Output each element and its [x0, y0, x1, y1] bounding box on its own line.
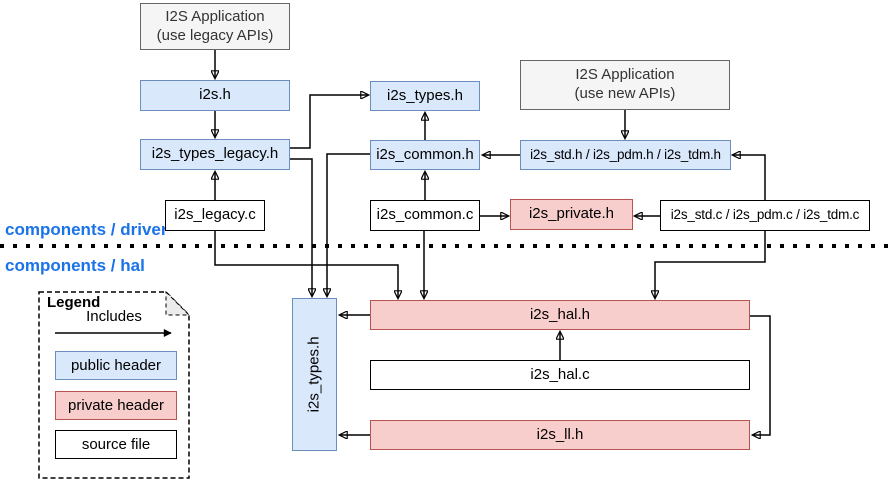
- node-i2s-common-c: i2s_common.c: [370, 200, 480, 231]
- node-label: i2s_types_legacy.h: [151, 145, 279, 163]
- node-i2s-types-h-driver: i2s_types.h: [370, 81, 480, 111]
- node-i2s-application-legacy: I2S Application (use legacy APIs): [140, 3, 290, 50]
- edge-i2s-legacy-c-to-i2s-hal-h: [214, 231, 398, 298]
- legend-fold-corner: [165, 291, 190, 316]
- node-i2s-std-pdm-tdm-c: i2s_std.c / i2s_pdm.c / i2s_tdm.c: [660, 200, 870, 231]
- node-i2s-types-h-hal: i2s_types.h: [292, 298, 337, 451]
- node-i2s-application-new: I2S Application (use new APIs): [520, 60, 730, 110]
- node-label: i2s_private.h: [528, 205, 615, 223]
- node-label: i2s_ll.h: [536, 425, 584, 443]
- legend-private-header: private header: [55, 391, 177, 420]
- edge-i2s-std-c-to-i2s-std-h: [733, 155, 766, 200]
- node-label: I2S Application: [575, 66, 675, 84]
- node-label-vertical: i2s_types.h: [305, 336, 323, 413]
- node-label: (use legacy APIs): [156, 26, 274, 44]
- node-label: i2s_hal.h: [529, 305, 591, 323]
- section-label-hal: components / hal: [5, 256, 145, 275]
- node-label: i2s_common.h: [376, 145, 474, 163]
- node-label: i2s_legacy.c: [174, 206, 256, 224]
- node-label: i2s_hal.c: [530, 365, 590, 383]
- legend-public-header: public header: [55, 351, 177, 380]
- node-i2s-hal-c: i2s_hal.c: [370, 360, 750, 390]
- node-label: i2s_types.h: [387, 86, 463, 104]
- edge-i2s-types-legacy-h-to-i2s-types-h-driver: [290, 95, 368, 149]
- node-i2s-types-legacy-h: i2s_types_legacy.h: [140, 139, 290, 170]
- node-i2s-ll-h: i2s_ll.h: [370, 420, 750, 450]
- node-label: i2s_std.h / i2s_pdm.h / i2s_tdm.h: [530, 146, 721, 162]
- edge-i2s-types-legacy-h-to-i2s-types-h-hal: [290, 158, 312, 296]
- node-i2s-common-h: i2s_common.h: [370, 140, 480, 170]
- node-i2s-private-h: i2s_private.h: [510, 199, 633, 230]
- node-i2s-h: i2s.h: [140, 80, 290, 111]
- node-label: I2S Application: [165, 7, 265, 25]
- node-label: i2s.h: [199, 86, 231, 104]
- edge-i2s-std-c-to-i2s-hal-h: [655, 231, 766, 298]
- section-label-driver: components / driver: [5, 220, 168, 239]
- node-label: (use new APIs): [574, 85, 676, 102]
- legend-includes-label: Includes: [86, 308, 142, 325]
- edge-i2s-common-h-to-i2s-types-h-hal: [327, 153, 370, 296]
- node-i2s-legacy-c: i2s_legacy.c: [165, 200, 265, 231]
- legend-title: Legend: [47, 294, 101, 311]
- node-i2s-std-pdm-tdm-h: i2s_std.h / i2s_pdm.h / i2s_tdm.h: [520, 140, 731, 170]
- driver-hal-divider: [0, 244, 893, 248]
- node-label: i2s_common.c: [376, 206, 474, 224]
- node-label: i2s_std.c / i2s_pdm.c / i2s_tdm.c: [670, 207, 860, 223]
- node-i2s-hal-h: i2s_hal.h: [370, 300, 750, 330]
- legend: Legend Includes public header private he…: [38, 291, 190, 479]
- legend-source-file: source file: [55, 430, 177, 459]
- edge-i2s-hal-h-to-i2s-ll-h: [750, 315, 771, 435]
